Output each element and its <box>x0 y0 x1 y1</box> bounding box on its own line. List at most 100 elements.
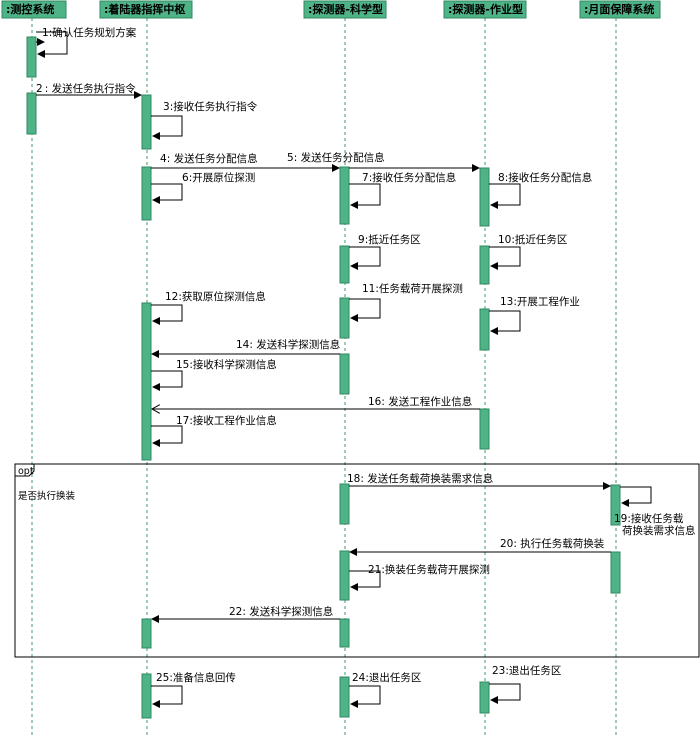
activation-work-1 <box>479 167 490 227</box>
message-20-number: 20 <box>500 538 513 550</box>
message-13: 13:开展工程作业 <box>489 296 580 335</box>
svg-text:25:准备信息回传: 25:准备信息回传 <box>156 671 236 684</box>
activation-measure-1 <box>26 36 37 78</box>
message-4: 4: 发送任务分配信息 <box>151 152 340 172</box>
activation-sci-7 <box>339 618 350 648</box>
message-8-text: :接收任务分配信息 <box>505 171 593 184</box>
lifeline-label-work: :探测器-作业型 <box>448 2 523 16</box>
message-14-number: 14 <box>236 339 250 351</box>
svg-text:24:退出任务区: 24:退出任务区 <box>352 671 421 684</box>
activation-lander-3 <box>141 302 152 461</box>
message-22: 22: 发送科学探测信息 <box>151 605 340 623</box>
lifeline-header-work: :探测器-作业型 <box>443 0 527 19</box>
message-14: 14: 发送科学探测信息 <box>151 338 340 358</box>
message-7: 7:接收任务分配信息 <box>349 171 456 209</box>
lifeline-label-measure: :测控系统 <box>6 2 54 16</box>
message-22-number: 22 <box>229 606 242 618</box>
activation-sci-6 <box>339 550 350 601</box>
svg-text:21:换装任务载荷开展探测: 21:换装任务载荷开展探测 <box>368 563 490 576</box>
message-18: 18: 发送任务载荷换装需求信息 <box>347 472 611 490</box>
activation-lander-4 <box>141 618 152 649</box>
activation-sci-3 <box>339 297 350 339</box>
message-5-text: 发送任务分配信息 <box>301 151 385 164</box>
activation-work-3 <box>479 308 490 351</box>
message-25: 25:准备信息回传 <box>151 671 236 708</box>
activation-lander-2 <box>141 166 152 221</box>
message-23: 23:退出任务区 <box>489 664 561 704</box>
svg-text:22: 发送科学探测信息: 22: 发送科学探测信息 <box>229 605 333 618</box>
message-5-number: 5 <box>287 152 294 164</box>
message-16-text: 发送工程作业信息 <box>388 395 472 408</box>
message-8-number: 8 <box>498 172 505 184</box>
message-10-number: 10 <box>498 234 511 246</box>
message-3-text: :接收任务执行指令 <box>170 100 258 113</box>
message-16-number: 16 <box>368 396 382 408</box>
activation-measure-2 <box>26 92 37 135</box>
message-3-number: 3 <box>163 101 170 113</box>
message-2-text: 发送任务执行指令 <box>52 82 136 95</box>
activation-sci-4 <box>339 353 350 395</box>
message-6-text: :开展原位探测 <box>189 171 256 184</box>
message-11-number: 11 <box>362 283 375 295</box>
message-6-number: 6 <box>182 172 189 184</box>
svg-text:3:接收任务执行指令: 3:接收任务执行指令 <box>163 100 258 113</box>
activation-work-5 <box>479 681 490 714</box>
lifeline-header-measure: :测控系统 <box>1 0 67 19</box>
svg-text:5: 发送任务分配信息: 5: 发送任务分配信息 <box>287 151 385 164</box>
opt-frame-guard: 是否执行换装 <box>18 490 76 502</box>
message-1-number: 1 <box>42 27 49 39</box>
message-20-text: 执行任务载荷换装 <box>520 537 604 550</box>
message-23-text: :退出任务区 <box>505 664 561 677</box>
message-21-number: 21 <box>368 564 381 576</box>
svg-text:10:抵近任务区: 10:抵近任务区 <box>498 233 567 246</box>
svg-text:6:开展原位探测: 6:开展原位探测 <box>182 171 255 184</box>
activation-sci-1 <box>339 166 350 225</box>
svg-text:4: 发送任务分配信息: 4: 发送任务分配信息 <box>160 152 258 165</box>
message-25-text: :准备信息回传 <box>169 671 236 684</box>
message-23-number: 23 <box>492 665 505 677</box>
lifeline-header-lander: :着陆器指挥中枢 <box>99 0 193 19</box>
message-8: 8:接收任务分配信息 <box>489 171 592 209</box>
message-15-text: :接收科学探测信息 <box>189 358 277 371</box>
message-11-text: :任务载荷开展探测 <box>375 282 463 295</box>
message-2: 2: 发送任务执行指令 <box>36 82 142 99</box>
message-10: 10:抵近任务区 <box>489 233 567 270</box>
svg-text:15:接收科学探测信息: 15:接收科学探测信息 <box>176 358 277 371</box>
message-2-number: 2 <box>36 83 43 95</box>
message-17-number: 17 <box>176 415 189 427</box>
message-9: 9:抵近任务区 <box>349 233 421 270</box>
lifeline-header-lunar: :月面保障系统 <box>579 0 661 19</box>
message-24-number: 24 <box>352 672 366 684</box>
opt-frame-keyword: opt <box>18 466 34 477</box>
svg-text:9:抵近任务区: 9:抵近任务区 <box>358 233 421 246</box>
svg-text:1:确认任务规划方案: 1:确认任务规划方案 <box>42 26 137 39</box>
message-19-number: 19 <box>614 513 627 525</box>
svg-text:2: 发送任务执行指令: 2: 发送任务执行指令 <box>36 82 136 95</box>
message-19: 19:接收任务载荷换装需求信息 <box>614 486 696 537</box>
activation-lander-1 <box>141 94 152 150</box>
svg-text:20: 执行任务载荷换装: 20: 执行任务载荷换装 <box>500 537 605 550</box>
message-12-number: 12 <box>165 291 178 303</box>
message-12: 12:获取原位探测信息 <box>151 290 266 325</box>
message-5: 5: 发送任务分配信息 <box>287 151 480 172</box>
message-6: 6:开展原位探测 <box>151 171 255 204</box>
svg-text:11:任务载荷开展探测: 11:任务载荷开展探测 <box>362 282 463 295</box>
activation-work-2 <box>479 245 490 285</box>
message-20: 20: 执行任务载荷换装 <box>349 537 611 556</box>
svg-text:8:接收任务分配信息: 8:接收任务分配信息 <box>498 171 592 184</box>
message-1-text: :确认任务规划方案 <box>49 26 137 39</box>
activation-sci-2 <box>339 245 350 284</box>
message-4-text: 发送任务分配信息 <box>174 152 258 165</box>
message-18-text: 发送任务载荷换装需求信息 <box>367 472 493 485</box>
message-15: 15:接收科学探测信息 <box>151 358 277 391</box>
lifeline-label-lander: :着陆器指挥中枢 <box>104 2 185 16</box>
activation-sci-5 <box>339 483 350 525</box>
message-19-text-line2: 荷换装需求信息 <box>622 524 696 537</box>
message-17: 17:接收工程作业信息 <box>151 414 277 447</box>
svg-text:23:退出任务区: 23:退出任务区 <box>492 664 561 677</box>
svg-text:17:接收工程作业信息: 17:接收工程作业信息 <box>176 414 277 427</box>
message-13-text: :开展工程作业 <box>513 296 580 308</box>
activation-lunar-1 <box>610 484 621 526</box>
svg-text:13:开展工程作业: 13:开展工程作业 <box>500 296 580 308</box>
svg-text:16: 发送工程作业信息: 16: 发送工程作业信息 <box>368 395 472 408</box>
